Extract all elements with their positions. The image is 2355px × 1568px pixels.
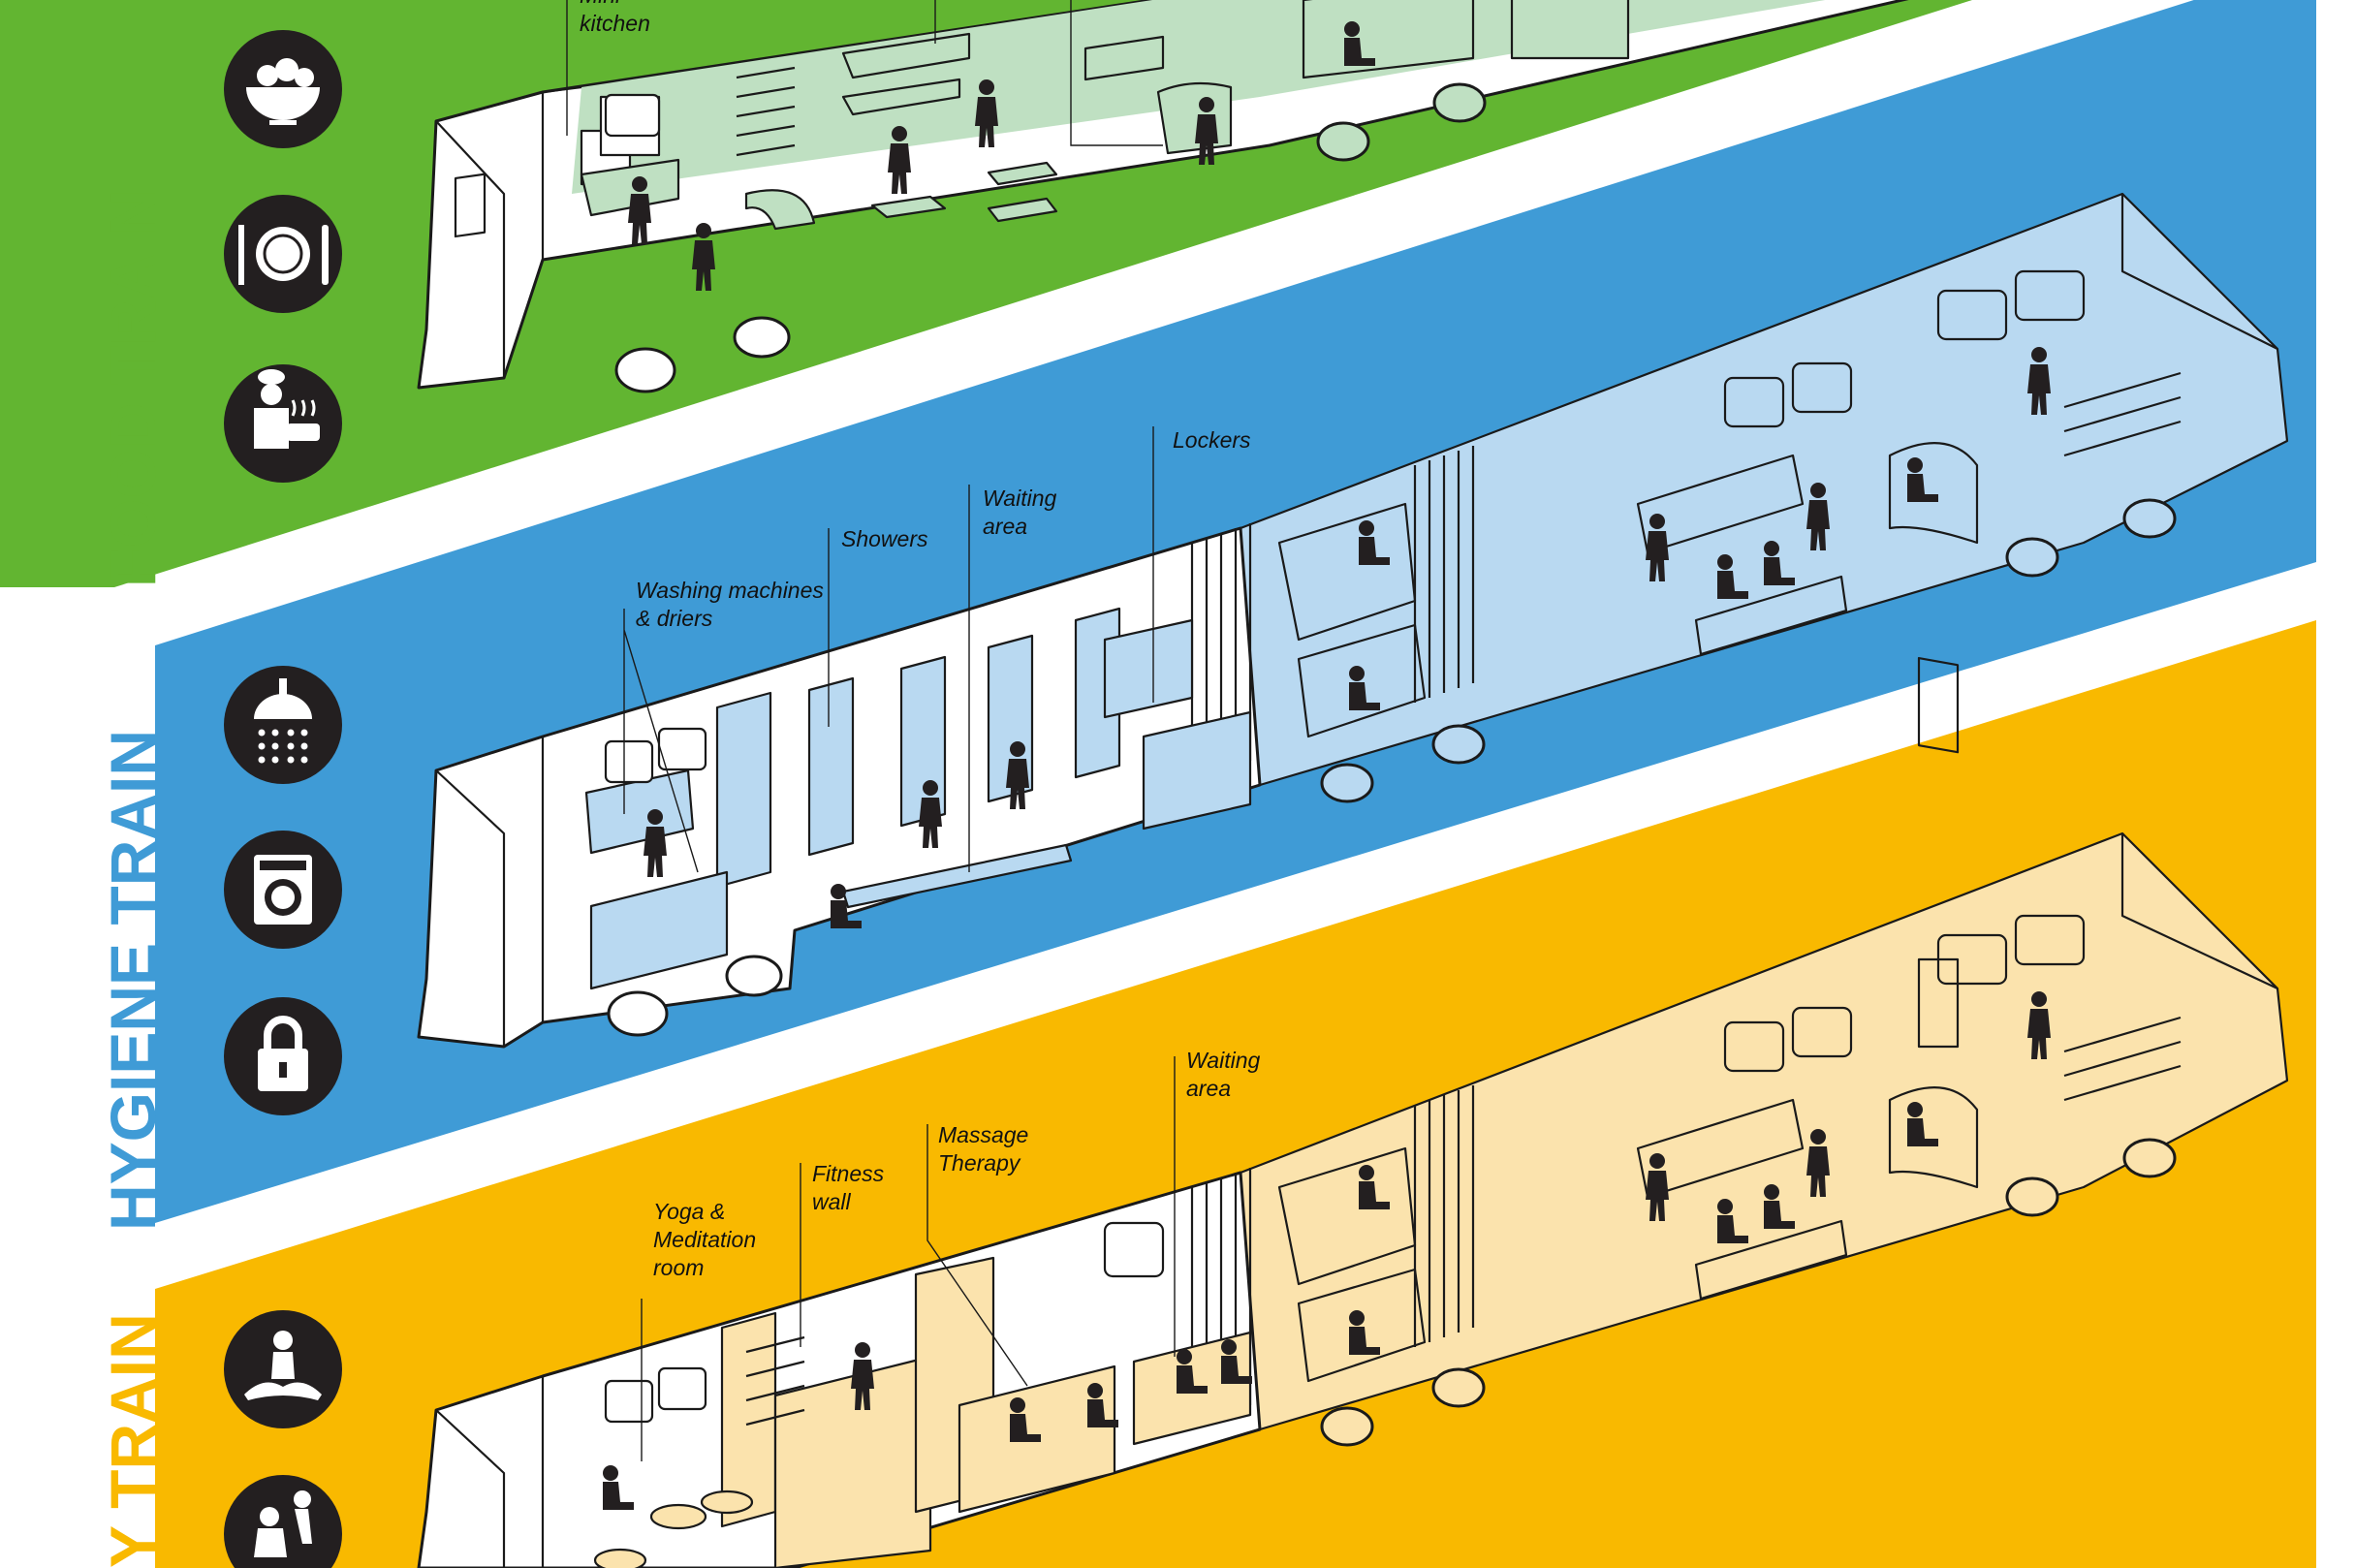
label-lockers: Lockers [1173,427,1251,453]
label-washing-line1: Washing machines [636,578,824,603]
shower-icon [224,666,342,784]
salad-bowl-icon [224,30,342,148]
food-train [417,0,1909,393]
label-hygiene-waiting-line1: Waiting [983,486,1056,511]
hygiene-train-title: HYGIENE TRAIN [97,730,169,1231]
label-washing-line2: & driers [636,606,713,631]
label-fitness-line2: wall [812,1189,852,1214]
label-fitness-line1: Fitness [812,1161,885,1186]
massage-icon [224,1475,342,1568]
label-massage-line2: Therapy [938,1150,1021,1176]
label-massage-line1: Massage [938,1122,1028,1147]
hygiene-train [417,192,2289,1049]
label-third-waiting-line1: Waiting [1186,1048,1260,1073]
food-train-title: FOOD TRAIN [97,189,169,587]
chef-cooking-icon [224,364,342,483]
plate-cutlery-icon [224,195,342,313]
third-train-title: Y TRAIN [97,1313,169,1568]
padlock-icon [224,997,342,1115]
label-yoga-line1: Yoga & [653,1199,725,1224]
label-third-waiting-line2: area [1186,1076,1231,1101]
washing-machine-icon [224,831,342,949]
label-showers: Showers [841,526,928,551]
label-mini-kitchen-line1: Mini [580,0,621,8]
label-hygiene-waiting-line2: area [983,514,1027,539]
third-train [417,831,2289,1568]
label-mini-kitchen-line2: kitchen [580,11,650,36]
label-yoga-line2: Meditation [653,1227,756,1252]
meditation-icon [224,1310,342,1428]
label-yoga-line3: room [653,1255,704,1280]
